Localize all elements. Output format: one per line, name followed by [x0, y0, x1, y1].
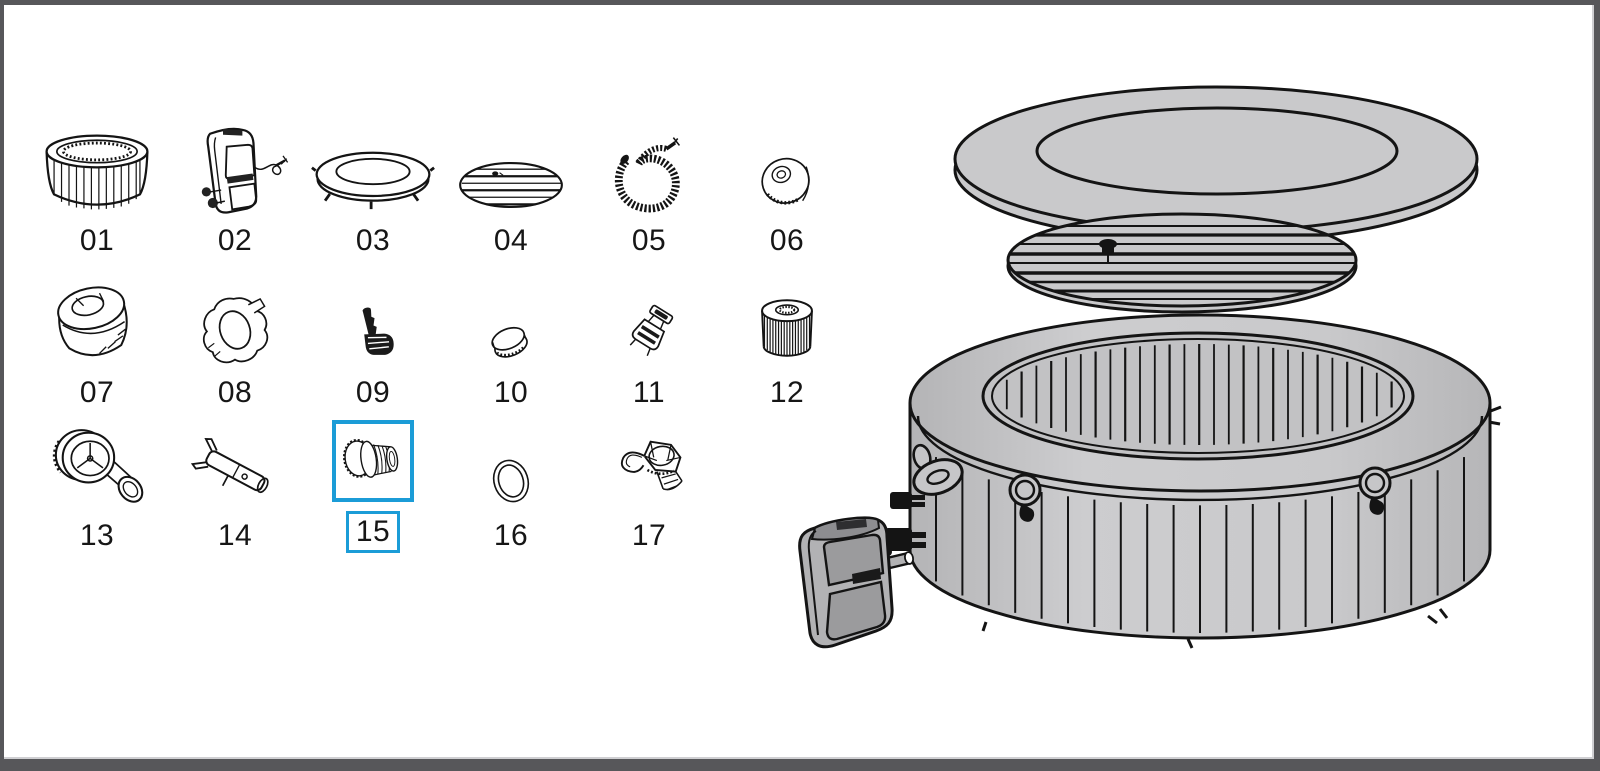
- tub-inner-wall-ribs: [1005, 344, 1393, 445]
- part-cell-16[interactable]: 16: [442, 410, 580, 553]
- part-number-01: 01: [79, 224, 115, 257]
- part-cell-01[interactable]: 01: [28, 5, 166, 258]
- part-cell-07[interactable]: 07: [28, 258, 166, 410]
- tub-air-valve-icon: [1008, 473, 1042, 522]
- drain-nozzle-icon: [341, 303, 405, 367]
- part-number-11: 11: [632, 376, 666, 409]
- tub-rope-handle-icon: [912, 443, 964, 496]
- part-number-06: 06: [769, 224, 805, 257]
- buckle-clip-icon: [616, 301, 682, 367]
- inflatable-bladder-icon: [454, 155, 568, 215]
- part-cell-03[interactable]: 03: [304, 5, 442, 258]
- pump-unit-icon: [175, 119, 295, 215]
- part-cell-13[interactable]: 13: [28, 410, 166, 553]
- inflatable-cover-ring-icon: [311, 145, 435, 215]
- part-cell-08[interactable]: 08: [166, 258, 304, 410]
- threaded-coupling-icon: [51, 283, 143, 367]
- valve-tool-icon: [189, 433, 281, 510]
- tethered-valve-icon: [605, 430, 693, 510]
- small-cap-icon: [483, 319, 539, 367]
- part-number-05: 05: [631, 224, 667, 257]
- part-cell-06[interactable]: 06: [718, 5, 856, 258]
- part-number-14: 14: [217, 519, 253, 552]
- part-number-02: 02: [217, 224, 253, 257]
- part-number-08: 08: [217, 376, 253, 409]
- tub-hose-fittings-icon: [884, 492, 926, 556]
- part-cell-04[interactable]: 04: [442, 5, 580, 258]
- part-number-07: 07: [79, 376, 115, 409]
- part-cell-17[interactable]: 17: [580, 410, 718, 553]
- part-number-13: 13: [79, 519, 115, 552]
- tub-air-valve-icon: [1358, 466, 1392, 515]
- spa-cover-lid-illustration: [953, 85, 1479, 244]
- part-cell-14[interactable]: 14: [166, 410, 304, 553]
- inflatable-bladder-illustration: [1006, 212, 1358, 314]
- tub-front-ribs: [935, 457, 1465, 633]
- diagram-canvas: 01 02 03 04 05 06 07 08 09 10 11 12 13 14 15 16 17: [4, 5, 1594, 759]
- part-cell-05[interactable]: 05: [580, 5, 718, 258]
- part-cell-10[interactable]: 10: [442, 258, 580, 410]
- spa-assembly-illustration: [798, 85, 1502, 649]
- spa-tub-body-illustration: [884, 313, 1502, 649]
- bladder-valve-icon: [1099, 239, 1117, 264]
- part-number-12: 12: [769, 376, 805, 409]
- part-cell-11[interactable]: 11: [580, 258, 718, 410]
- pump-unit-illustration: [798, 516, 915, 649]
- clamp-ring-icon: [198, 293, 272, 367]
- part-number-16: 16: [493, 519, 529, 552]
- part-number-03: 03: [355, 224, 391, 257]
- part-cell-09[interactable]: 09: [304, 258, 442, 410]
- spa-liner-ring-icon: [41, 129, 153, 215]
- o-ring-icon: [484, 452, 538, 510]
- part-cell-15[interactable]: 15: [304, 410, 442, 553]
- parts-grid: 01 02 03 04 05 06 07 08 09 10 11 12 13 14 15 16 17: [28, 5, 864, 565]
- part-number-17: 17: [631, 519, 667, 552]
- part-number-09: 09: [355, 376, 391, 409]
- part-number-15: 15: [345, 511, 401, 553]
- part-number-10: 10: [493, 376, 529, 409]
- elbow-valve-icon: [49, 424, 145, 510]
- coiled-hose-icon: [600, 135, 698, 215]
- threaded-adapter-icon: [332, 420, 414, 502]
- part-number-04: 04: [493, 224, 529, 257]
- part-cell-02[interactable]: 02: [166, 5, 304, 258]
- part-cell-12[interactable]: 12: [718, 258, 856, 410]
